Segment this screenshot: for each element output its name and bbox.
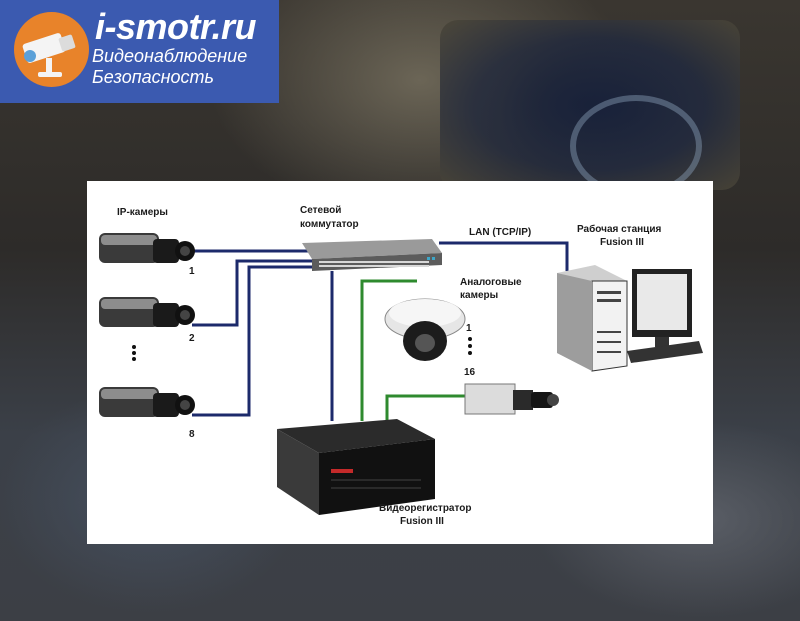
- site-logo[interactable]: i-smotr.ru Видеонаблюдение Безопасность: [0, 0, 279, 103]
- analog-camera-number-16: 16: [464, 367, 476, 378]
- analog-camera-ellipsis-icon: [468, 337, 472, 355]
- analog-cameras-label-line-1: Аналоговые: [460, 277, 522, 288]
- box-camera-link: [385, 394, 467, 421]
- switch-label-line-2: коммутатор: [300, 219, 359, 230]
- switch-workstation-link: [439, 241, 569, 271]
- video-recorder-icon: [277, 419, 435, 515]
- ip-camera-2-link: [192, 259, 312, 327]
- ip-camera-8-icon: [99, 387, 195, 417]
- lan-label: LAN (TCP/IP): [469, 227, 532, 238]
- box-camera-icon: [464, 383, 559, 415]
- network-diagram: IP-камеры 1 2 8 Сетевой коммутатор LAN (…: [87, 181, 713, 544]
- ip-camera-number-2: 2: [189, 333, 195, 344]
- workstation-label-line-1: Рабочая станция: [577, 224, 662, 235]
- ip-cameras-title: IP-камеры: [117, 207, 168, 218]
- recorder-label-line-2: Fusion III: [400, 516, 444, 527]
- ip-camera-8-link: [192, 265, 315, 417]
- logo-title: i-smotr.ru: [95, 6, 257, 47]
- analog-camera-number-1: 1: [466, 323, 472, 334]
- workstation-label-line-2: Fusion III: [600, 237, 644, 248]
- logo-subtitle: Видеонаблюдение: [92, 46, 248, 66]
- dome-camera-link: [360, 279, 417, 421]
- ip-camera-number-1: 1: [189, 266, 195, 277]
- ip-camera-ellipsis-icon: [132, 345, 136, 361]
- ip-camera-2-icon: [99, 297, 195, 327]
- workstation-icon: [557, 265, 703, 372]
- recorder-label-line-1: Видеорегистратор: [379, 503, 472, 514]
- dome-camera-icon: [384, 298, 466, 361]
- logo-tagline: Безопасность: [92, 67, 214, 87]
- camera-logo-icon: [14, 12, 89, 87]
- ip-camera-1-icon: [99, 233, 195, 263]
- network-lines: [192, 241, 569, 421]
- analog-cameras-label-line-2: камеры: [460, 290, 499, 301]
- coax-lines: [360, 279, 467, 421]
- ip-camera-number-8: 8: [189, 429, 195, 440]
- switch-label-line-1: Сетевой: [300, 205, 342, 216]
- network-switch-icon: [302, 239, 442, 271]
